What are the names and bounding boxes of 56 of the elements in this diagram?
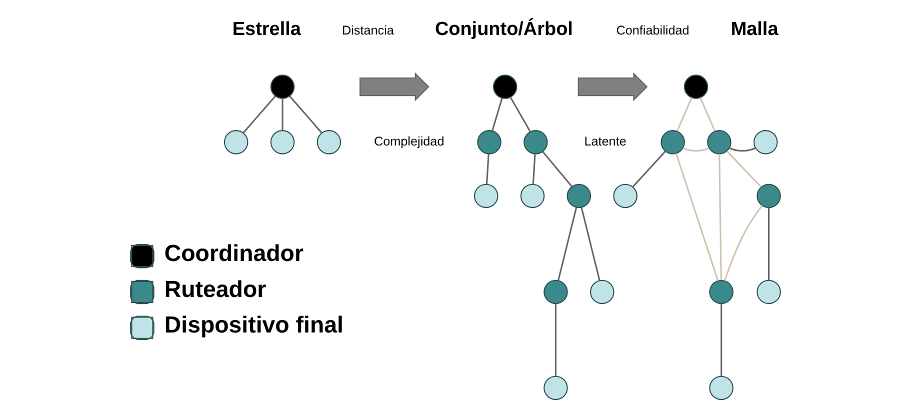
connector — [542, 151, 572, 188]
connector — [554, 304, 556, 376]
node-circle — [708, 280, 733, 304]
connector — [768, 208, 770, 280]
node-circle — [476, 130, 501, 154]
node-circle — [543, 280, 568, 304]
connector — [676, 97, 692, 132]
connector — [485, 154, 489, 184]
node-circle — [543, 376, 568, 400]
node-circle — [473, 184, 498, 208]
connector — [723, 205, 762, 282]
label: Conjunto/Árbol — [434, 19, 572, 40]
node-circle — [590, 280, 614, 304]
node-circle — [660, 130, 684, 154]
connector — [532, 154, 536, 184]
connector — [699, 97, 716, 132]
label: Malla — [730, 19, 778, 40]
connector — [632, 150, 666, 188]
node-circle — [756, 184, 780, 208]
node-circle — [270, 74, 294, 99]
node-circle — [270, 130, 294, 154]
label: Complejidad — [373, 134, 444, 148]
connector — [242, 96, 276, 134]
node-circle — [566, 184, 591, 208]
connector — [718, 154, 722, 280]
node-circle — [520, 184, 544, 208]
label: Estrella — [232, 19, 300, 40]
node-circle — [223, 130, 248, 154]
node-circle — [492, 74, 517, 99]
legend-label: Coordinador — [164, 240, 304, 266]
node-arrow — [359, 72, 429, 102]
connector — [728, 147, 756, 152]
connector — [720, 304, 722, 376]
legend-label: Ruteador — [164, 276, 266, 302]
node-circle — [706, 130, 731, 154]
node-circle — [683, 74, 708, 99]
connector — [580, 207, 600, 281]
connector — [491, 98, 502, 132]
connector — [682, 147, 709, 152]
node-circle — [523, 130, 548, 154]
label: Confiabilidad — [616, 24, 689, 38]
node-circle — [753, 130, 778, 154]
label: Distancia — [341, 24, 394, 38]
node-circle — [612, 184, 637, 208]
node-circle — [756, 280, 780, 304]
connector — [674, 153, 718, 281]
connector — [726, 150, 762, 188]
connector — [557, 207, 577, 281]
connector — [288, 96, 322, 134]
node-arrow — [577, 72, 648, 102]
connector — [509, 96, 530, 132]
connector — [281, 98, 283, 130]
legend-label: Dispositivo final — [164, 312, 343, 338]
node-circle — [316, 130, 341, 154]
label: Latente — [584, 134, 626, 148]
node-circle — [708, 376, 733, 400]
